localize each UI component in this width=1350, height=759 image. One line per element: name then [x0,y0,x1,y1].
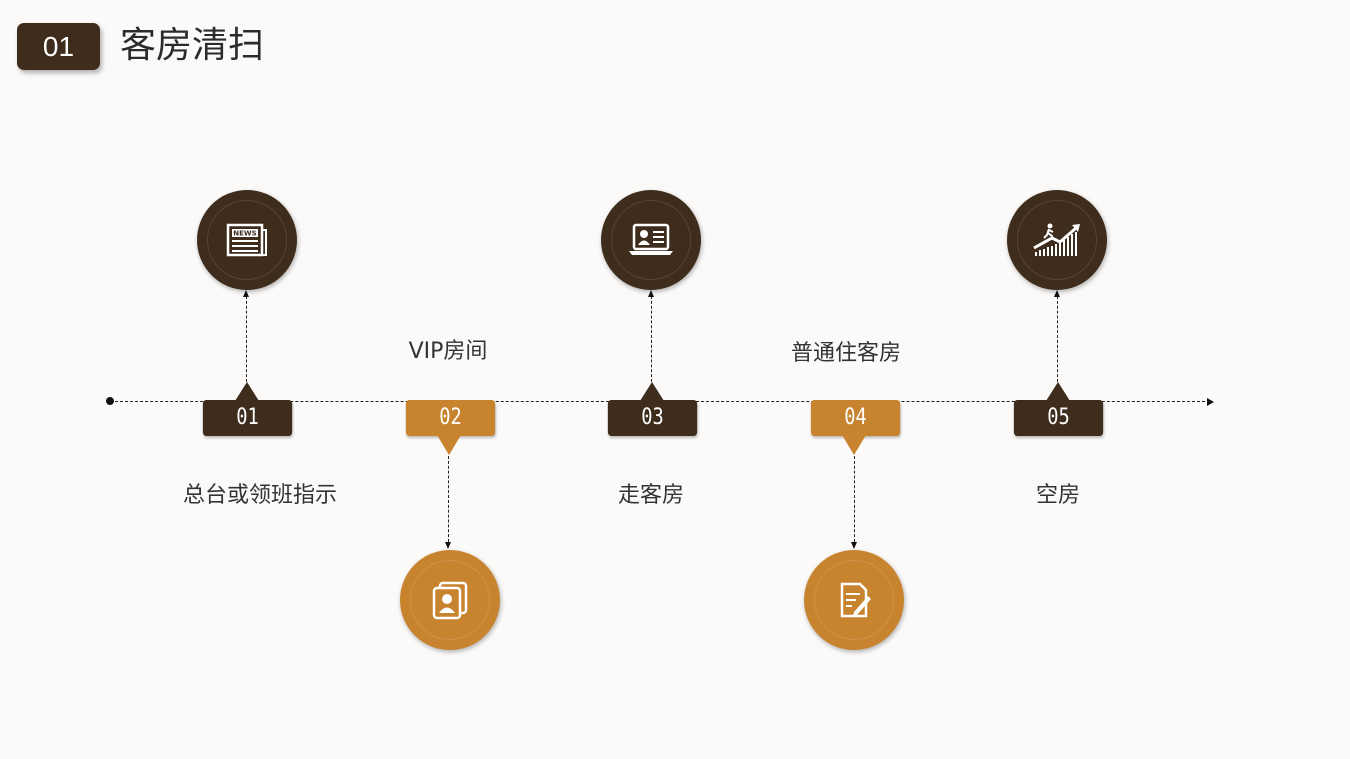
step-3-connector-arrow-icon [648,290,654,297]
step-4-icon-circle [804,550,904,650]
svg-text:NEWS: NEWS [233,230,256,238]
step-3-number-tag: 03 [607,400,698,436]
step-2-pointer [437,435,461,455]
step-1-number-tag: 01 [202,400,293,436]
step-1-label: 总台或领班指示 [182,483,338,508]
page-title: 客房清扫 [120,25,265,66]
step-5-number-tag: 05 [1013,400,1104,436]
step-3-pointer [640,382,664,401]
step-5-pointer [1046,382,1070,401]
step-1-icon-circle: NEWS [197,190,297,290]
profile-cards-icon [432,581,468,620]
step-4-number-tag: 04 [810,400,901,436]
newspaper-icon: NEWS [226,223,267,257]
step-5-label: 空房 [1035,483,1081,508]
step-5-connector-arrow-icon [1054,290,1060,297]
step-4-pointer [842,435,866,455]
step-2-number-tag: 02 [405,400,496,436]
step-5-icon-circle [1007,190,1107,290]
step-1-pointer [235,382,259,401]
step-4-connector [854,456,855,542]
step-3-label: 走客房 [617,483,685,508]
step-4-label: 普通住客房 [790,341,902,366]
step-1-connector-arrow-icon [243,290,249,297]
step-2-connector-arrow-icon [445,542,451,549]
step-5-connector [1057,296,1058,382]
step-3-connector [651,296,652,382]
step-2-connector [448,456,449,542]
step-1-connector [246,296,247,382]
step-4-connector-arrow-icon [851,542,857,549]
section-number-badge: 01 [17,23,100,70]
step-2-label: VIP房间 [408,339,488,364]
timeline-arrow-icon [1207,397,1214,406]
document-edit-icon [840,582,871,618]
growth-chart-icon [1033,223,1080,256]
timeline-start-dot [106,397,114,405]
laptop-profile-icon [629,223,673,255]
step-3-icon-circle [601,190,701,290]
step-2-icon-circle [400,550,500,650]
